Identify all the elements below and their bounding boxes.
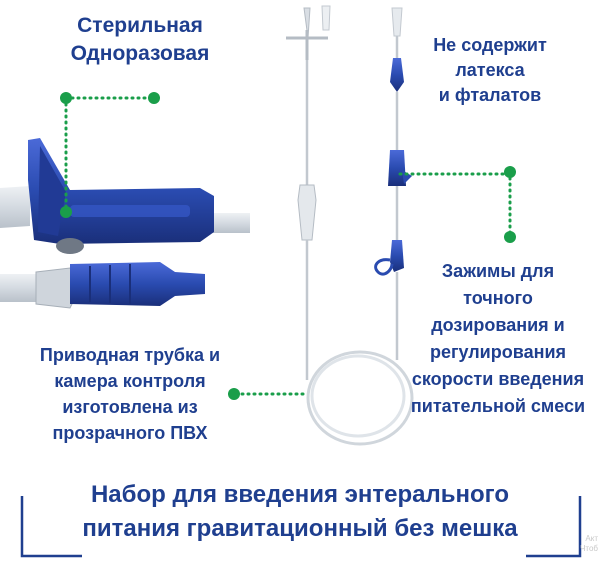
product-title: Набор для введения энтерального питания … [40,478,560,546]
clamps-line-6: питательной смеси [410,396,586,416]
clamps-line-1: Зажимы для [441,261,555,281]
clamps-line-3: дозирования и [431,315,565,335]
tube-line-3: изготовлена из [62,397,198,417]
watermark-line-1: Акт [585,534,598,543]
title-line-1: Набор для введения энтерального [90,481,510,508]
connector-closeup [0,262,205,309]
watermark-line-2: Чтоб [580,544,598,553]
title-line-2: питания гравитационный без мешка [82,515,518,542]
tube-line-1: Приводная трубка и [39,345,221,365]
clamp-closeup [0,138,250,254]
tube-line-4: прозрачного ПВХ [52,423,208,443]
latex-free-line-3: и фталатов [438,85,542,105]
sterile-label: Стерильная Одноразовая [40,12,240,68]
corner-frame [20,496,582,558]
drip-set [286,5,414,446]
watermark: Акт Чтоб [580,534,598,554]
tube-label: Приводная трубка и камера контроля изгот… [20,342,240,446]
sterile-line-1: Стерильная [77,14,203,37]
sterile-line-2: Одноразовая [70,42,210,65]
clamps-line-4: регулирования [429,342,567,362]
clamps-line-5: скорости введения [411,369,585,389]
clamps-line-2: точного [463,288,533,308]
tube-line-2: камера контроля [54,371,206,391]
callout-dots [60,92,516,400]
clamps-label: Зажимы для точного дозирования и регулир… [400,258,596,420]
latex-free-line-1: Не содержит [433,35,547,55]
latex-free-line-2: латекса [455,60,525,80]
latex-free-label: Не содержит латекса и фталатов [400,33,580,108]
